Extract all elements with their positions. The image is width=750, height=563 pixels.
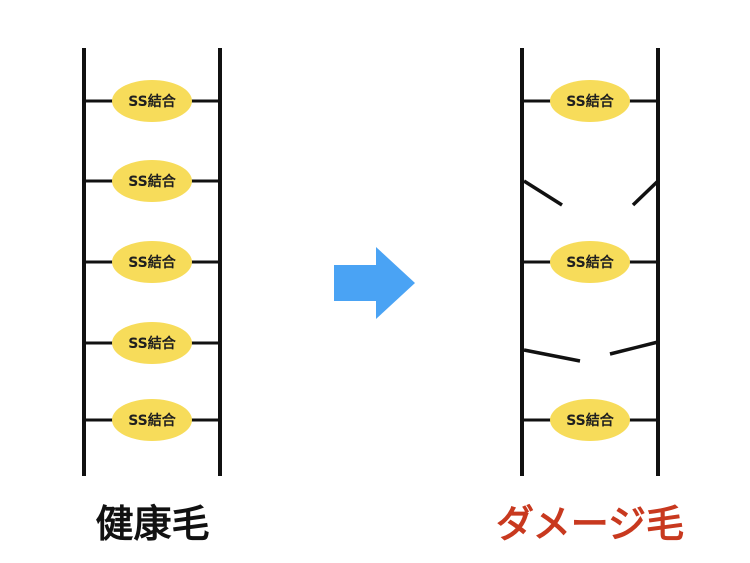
ss-bond-label: SS結合 xyxy=(128,93,177,110)
ss-bond-label: SS結合 xyxy=(566,412,615,429)
ss-bond-label: SS結合 xyxy=(128,412,177,429)
ss-bond-ellipse xyxy=(112,241,192,283)
damaged-hair-caption: ダメージ毛 xyxy=(495,502,685,546)
ss-bond-ellipse xyxy=(112,80,192,122)
broken-bond-fragment xyxy=(609,340,659,356)
broken-bond-fragment xyxy=(523,348,581,363)
healthy-hair-caption: 健康毛 xyxy=(95,502,210,546)
ss-bond-label: SS結合 xyxy=(566,254,615,271)
ss-bond-label: SS結合 xyxy=(566,93,615,110)
healthy-hair-ladder: SS結合 SS結合 SS結合 SS結合 SS結合 xyxy=(82,48,222,476)
ss-bond-ellipse xyxy=(112,322,192,364)
broken-bond-fragment xyxy=(631,179,660,207)
ss-bond-ellipse xyxy=(112,160,192,202)
ss-bond-ellipse xyxy=(550,241,630,283)
arrow-right-icon xyxy=(334,247,415,319)
ss-bond-ellipse xyxy=(112,399,192,441)
ss-bond-label: SS結合 xyxy=(128,254,177,271)
broken-bond-fragment xyxy=(523,179,563,207)
damaged-hair-ladder: SS結合 SS結合 SS結合 xyxy=(520,48,660,476)
ss-bond-label: SS結合 xyxy=(128,173,177,190)
ss-bond-ellipse xyxy=(550,399,630,441)
ss-bond-ellipse xyxy=(550,80,630,122)
ss-bond-label: SS結合 xyxy=(128,335,177,352)
